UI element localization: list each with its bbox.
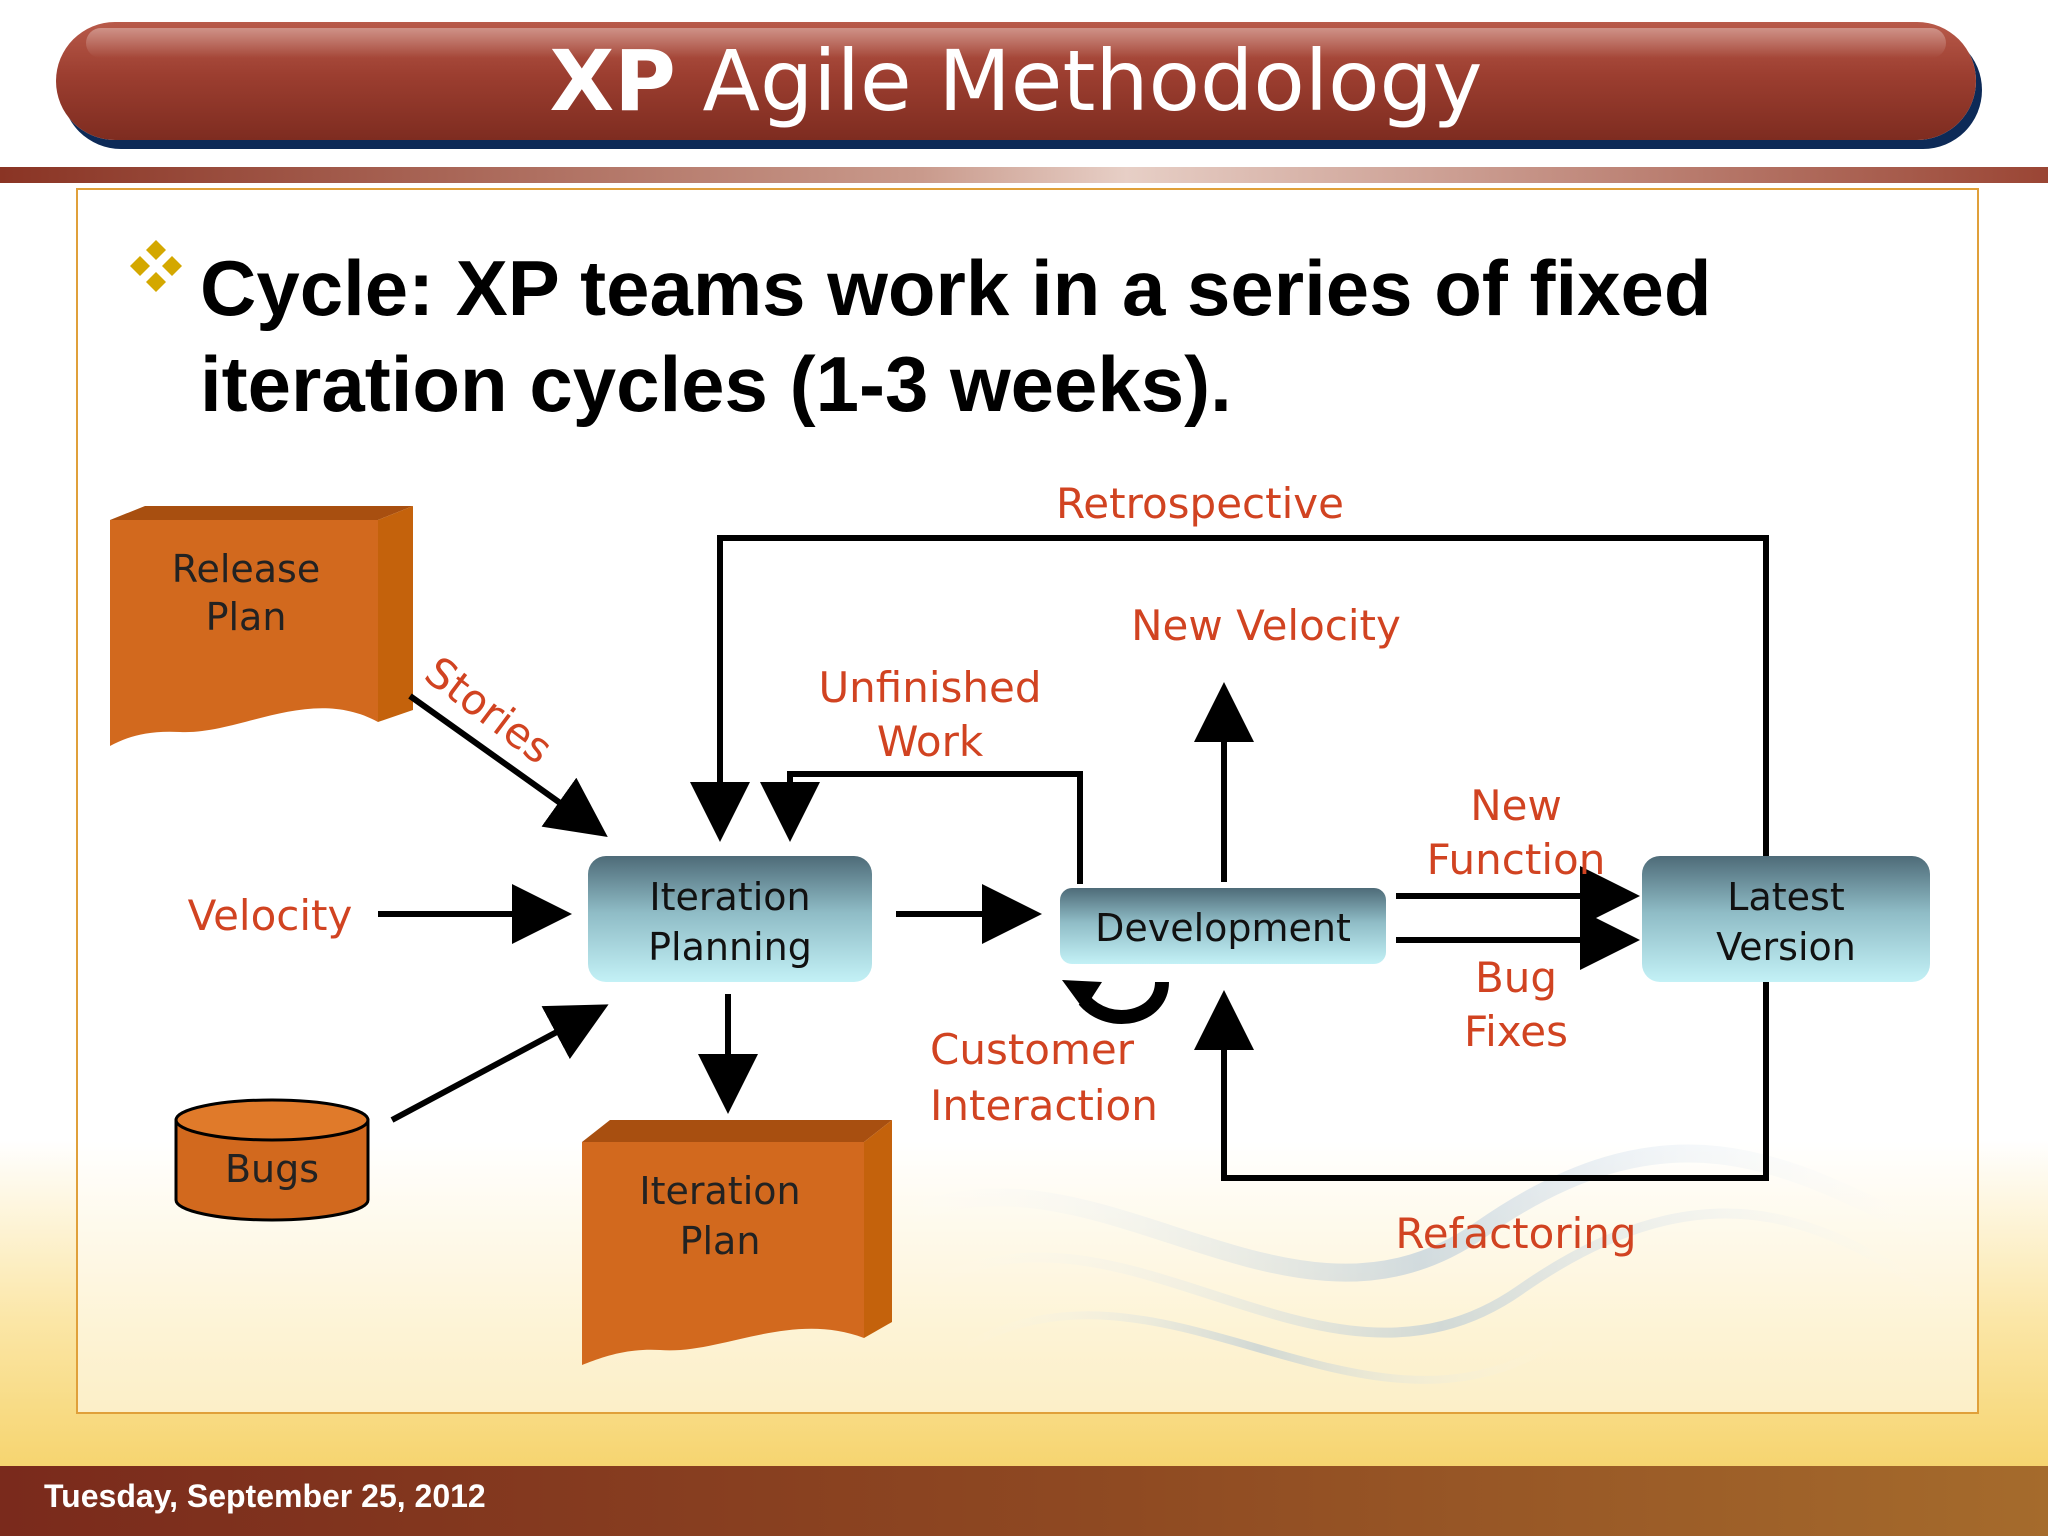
bugs-node: Bugs [174,1098,370,1222]
customer-interaction-line2: Interaction [930,1081,1158,1130]
release-plan-line2: Plan [206,595,287,639]
unfinished-work-line2: Work [877,717,984,766]
latest-version-line2: Version [1716,925,1856,969]
connectors [378,535,1769,1181]
iteration-planning-node: Iteration Planning [588,856,872,982]
xp-cycle-diagram: Release Plan Bugs Iteration Plan Iterati… [110,479,1960,1384]
footer-bar: Tuesday, September 25, 2012 [0,1466,2048,1536]
velocity-label: Velocity [188,891,353,940]
iteration-plan-line2: Plan [680,1219,761,1263]
title-bar: XP Agile Methodology [56,22,1976,140]
background-waves [875,1144,1960,1384]
iteration-plan-node: Iteration Plan [582,1120,892,1365]
bugs-label: Bugs [225,1147,319,1191]
content-frame [76,188,1979,1414]
slide-title: XP Agile Methodology [56,36,1976,126]
title-bar-shine [86,28,1946,58]
development-label: Development [1095,906,1351,950]
latest-version-node: Latest Version [1642,856,1930,982]
customer-interaction-line1: Customer [930,1025,1135,1074]
retrospective-loop [690,535,1769,856]
refactoring-loop [1194,982,1769,1181]
bullet-text: Cycle: XP teams work in a series of fixe… [200,240,1900,432]
development-node: Development [1060,888,1386,964]
retrospective-label: Retrospective [1056,479,1344,528]
stories-arrow [408,693,608,837]
unfinished-work-loop [760,771,1083,884]
iteration-plan-line1: Iteration [639,1169,800,1213]
customer-interaction-curl [1078,981,1169,1024]
refactoring-label: Refactoring [1395,1209,1636,1258]
iteration-planning-line1: Iteration [649,875,810,919]
release-plan-line1: Release [172,547,320,591]
bullet-line-1: Cycle: XP teams work in a series of fixe… [200,244,1712,332]
bullet-line-2: iteration cycles (1-3 weeks). [200,340,1232,428]
customer-interaction-arrowhead [1062,980,1102,1010]
title-rest: Agile Methodology [702,32,1483,130]
new-function-line2: Function [1427,835,1606,884]
bug-fixes-line1: Bug [1475,953,1557,1002]
bug-fixes-line2: Fixes [1464,1007,1568,1056]
title-rule [0,167,2048,183]
new-function-line1: New [1470,781,1562,830]
unfinished-work-line1: Unfinished [818,663,1041,712]
release-plan-node: Release Plan [110,506,413,746]
footer-date: Tuesday, September 25, 2012 [44,1478,486,1514]
title-bold: XP [549,32,676,130]
diamond-bullet-icon [130,240,182,292]
bugs-arrow [390,1004,609,1123]
latest-version-line1: Latest [1727,875,1844,919]
new-velocity-label: New Velocity [1131,601,1401,650]
iteration-planning-line2: Planning [648,925,812,969]
